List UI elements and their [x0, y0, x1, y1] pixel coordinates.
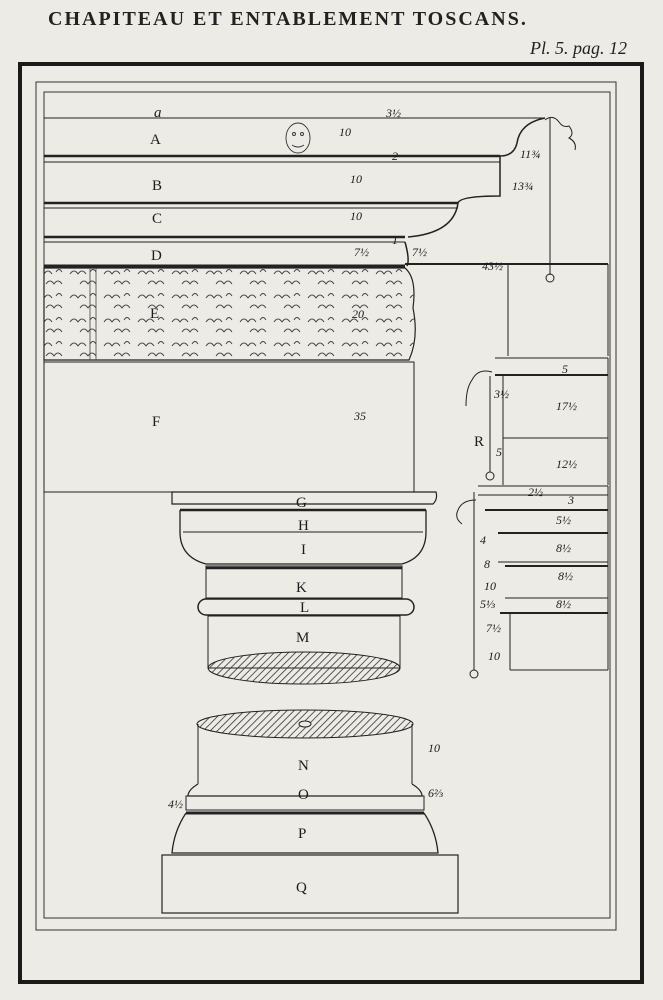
measure: 13¾ — [512, 179, 533, 193]
measure: 2 — [392, 149, 398, 163]
measure: 8½ — [558, 569, 573, 583]
label-O: O — [298, 787, 309, 803]
label-E: E — [150, 306, 159, 322]
measure: 8½ — [556, 597, 571, 611]
label-B: B — [152, 178, 162, 194]
measure: 4 — [480, 533, 486, 547]
entablature — [44, 117, 546, 268]
measure: 7½ — [354, 245, 369, 259]
measure: 8½ — [556, 541, 571, 555]
measure: 10 — [484, 579, 496, 593]
outer-frame — [18, 62, 644, 984]
label-Q: Q — [296, 880, 307, 896]
label-a: a — [154, 105, 162, 121]
inner-frame — [35, 81, 617, 931]
measure: 10 — [488, 649, 500, 663]
measure: 12½ — [556, 457, 577, 471]
label-P: P — [298, 826, 306, 842]
base — [161, 724, 459, 914]
architrave-f — [43, 361, 415, 493]
page-title: CHAPITEAU ET ENTABLEMENT TOSCANS. — [48, 8, 528, 30]
label-K: K — [296, 580, 307, 596]
column-section-top — [207, 651, 401, 685]
label-L: L — [300, 600, 309, 616]
measure: 17½ — [556, 399, 577, 413]
measure: 5⅓ — [480, 597, 495, 611]
measure: 5 — [496, 445, 502, 459]
measure: 10 — [428, 741, 440, 755]
frieze-e — [43, 267, 416, 361]
measure: 4½ — [168, 797, 183, 811]
measure: 1 — [392, 233, 398, 247]
measure: 5 — [562, 362, 568, 376]
label-R: R — [474, 434, 484, 450]
measure: 10 — [350, 209, 362, 223]
measure: 43½ — [482, 259, 503, 273]
measure: 11¾ — [520, 147, 540, 161]
measure: 20 — [352, 307, 364, 321]
label-H: H — [298, 518, 309, 534]
measure: 8 — [484, 557, 490, 571]
plate-reference: Pl. 5. pag. 12 — [530, 38, 627, 58]
measure: 3½ — [493, 387, 509, 401]
cornice-projection — [405, 116, 609, 356]
measure: 10 — [350, 172, 362, 186]
label-G: G — [296, 495, 307, 511]
label-C: C — [152, 211, 162, 227]
label-A: A — [150, 132, 161, 148]
measure: 3½ — [385, 106, 401, 120]
measure: 5½ — [556, 513, 571, 527]
measure: 7½ — [412, 245, 427, 259]
label-D: D — [151, 248, 162, 264]
mask-ornament — [285, 122, 311, 154]
label-F: F — [152, 414, 160, 430]
label-N: N — [298, 758, 309, 774]
inner-frame-2 — [43, 91, 611, 919]
profile-r — [456, 357, 609, 679]
capital — [171, 491, 438, 669]
label-M: M — [296, 630, 309, 646]
measure: 10 — [339, 125, 351, 139]
measure: 35 — [353, 409, 366, 423]
measure: 2½ — [528, 485, 543, 499]
label-I: I — [301, 542, 306, 558]
measure: 7½ — [486, 621, 501, 635]
measure: 6⅔ — [428, 786, 443, 800]
measure: 3 — [567, 493, 574, 507]
